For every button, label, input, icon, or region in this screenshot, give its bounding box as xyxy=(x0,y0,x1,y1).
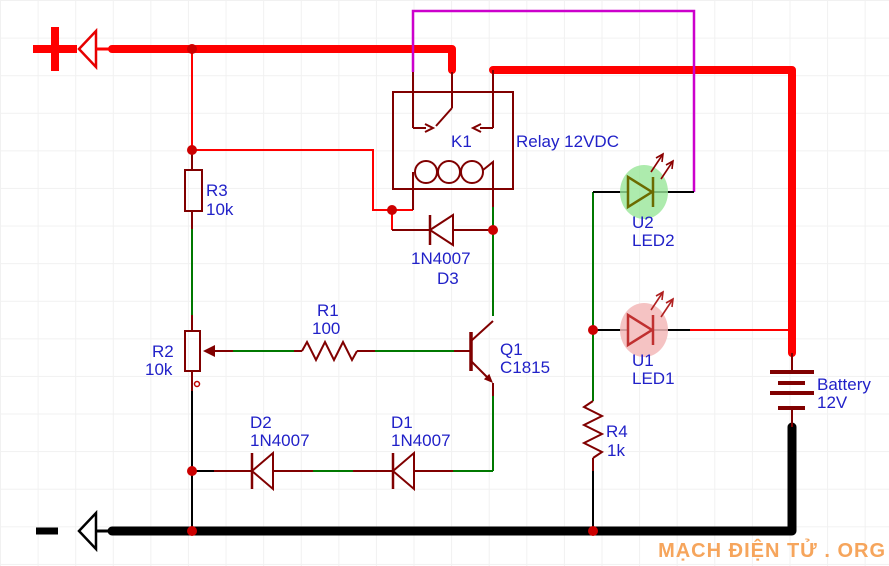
label-u1-value: LED1 xyxy=(632,369,675,388)
label-r3-value: 10k xyxy=(206,200,234,219)
label-r1-value: 100 xyxy=(312,319,340,338)
label-battery-ref: Battery xyxy=(817,375,871,394)
junction-dot xyxy=(187,44,197,54)
battery xyxy=(770,370,814,410)
relay-coil-icon xyxy=(412,159,494,210)
led-triangle xyxy=(626,174,655,210)
magenta-wire xyxy=(411,9,696,192)
label-u2-ref: U2 xyxy=(632,213,654,232)
junction-dot xyxy=(387,205,397,215)
label-k1-value: Relay 12VDC xyxy=(516,132,619,151)
potentiometer-wiper-arrow-icon xyxy=(203,345,215,357)
potentiometer-pin-marker xyxy=(193,380,201,388)
diode-triangle xyxy=(250,450,274,492)
transistor-collector xyxy=(470,320,494,342)
transistor-q1 xyxy=(469,320,494,383)
label-d1-ref: D1 xyxy=(391,413,413,432)
junction-dot xyxy=(187,466,197,476)
led-emission-arrows-icon xyxy=(650,152,674,180)
negative-terminal xyxy=(36,509,113,553)
labels: R3 10k R2 10k R1 100 R4 1k Q1 C1815 1N40… xyxy=(145,132,871,460)
label-r1-ref: R1 xyxy=(317,301,339,320)
junction-dot xyxy=(588,325,598,335)
label-r4-value: 1k xyxy=(607,441,625,460)
wire-positive-rail xyxy=(108,45,456,74)
transistor-emitter-arrow-icon xyxy=(483,373,493,383)
resistor-r3 xyxy=(184,169,203,212)
relay-contacts xyxy=(412,70,494,133)
label-d3-value: 1N4007 xyxy=(411,249,471,268)
label-k1-ref: K1 xyxy=(451,132,472,151)
relay-arrow-right-icon xyxy=(470,123,482,133)
relay-coil-pin-right xyxy=(482,159,494,207)
junction-dot xyxy=(187,526,197,536)
diode-triangle xyxy=(428,213,454,247)
label-battery-value: 12V xyxy=(817,393,848,412)
relay-arrow-left-icon xyxy=(424,123,436,133)
ground-rail xyxy=(107,422,797,536)
led-u1 xyxy=(620,290,674,357)
led-emission-arrows-icon xyxy=(650,290,674,318)
label-q1-ref: Q1 xyxy=(500,340,523,359)
label-q1-value: C1815 xyxy=(500,358,550,377)
potentiometer-r2 xyxy=(184,330,215,388)
resistor-body xyxy=(184,169,203,212)
label-d1-value: 1N4007 xyxy=(391,431,451,450)
resistor-zigzag xyxy=(301,339,358,363)
wire-relay-contact-to-led2 xyxy=(411,9,696,192)
diode-triangle xyxy=(391,450,415,492)
label-u1-ref: U1 xyxy=(632,351,654,370)
label-r3-ref: R3 xyxy=(206,181,228,200)
led-u2 xyxy=(620,152,674,219)
positive-rail xyxy=(108,45,796,357)
diode-d2 xyxy=(250,450,274,492)
label-d2-value: 1N4007 xyxy=(250,431,310,450)
wire-ground-rail xyxy=(107,422,797,536)
transistor-emitter xyxy=(470,360,489,379)
label-u2-value: LED2 xyxy=(632,231,675,250)
positive-terminal-arrow-icon xyxy=(77,27,98,71)
green-wires xyxy=(191,192,594,472)
label-r4-ref: R4 xyxy=(606,422,628,441)
led-triangle xyxy=(626,312,655,348)
diode-d3 xyxy=(428,213,454,247)
label-r2-ref: R2 xyxy=(152,342,174,361)
relay-k1 xyxy=(392,70,514,210)
resistor-r4 xyxy=(581,400,605,459)
label-d2-ref: D2 xyxy=(250,413,272,432)
junction-dots xyxy=(187,44,598,536)
negative-terminal-arrow-icon xyxy=(77,509,98,553)
watermark-text: MẠCH ĐIỆN TỬ . ORG xyxy=(658,538,886,562)
junction-dot xyxy=(588,526,598,536)
junction-dot xyxy=(187,145,197,155)
label-d3-ref: D3 xyxy=(437,269,459,288)
potentiometer-body xyxy=(184,330,201,372)
wire-relay-to-battery-plus xyxy=(489,66,796,357)
resistor-zigzag xyxy=(581,400,605,459)
junction-dot xyxy=(488,225,498,235)
diode-d1 xyxy=(391,450,415,492)
relay-blade xyxy=(435,107,453,127)
positive-terminal xyxy=(33,27,113,71)
label-r2-value: 10k xyxy=(145,360,173,379)
resistor-r1 xyxy=(301,339,358,363)
